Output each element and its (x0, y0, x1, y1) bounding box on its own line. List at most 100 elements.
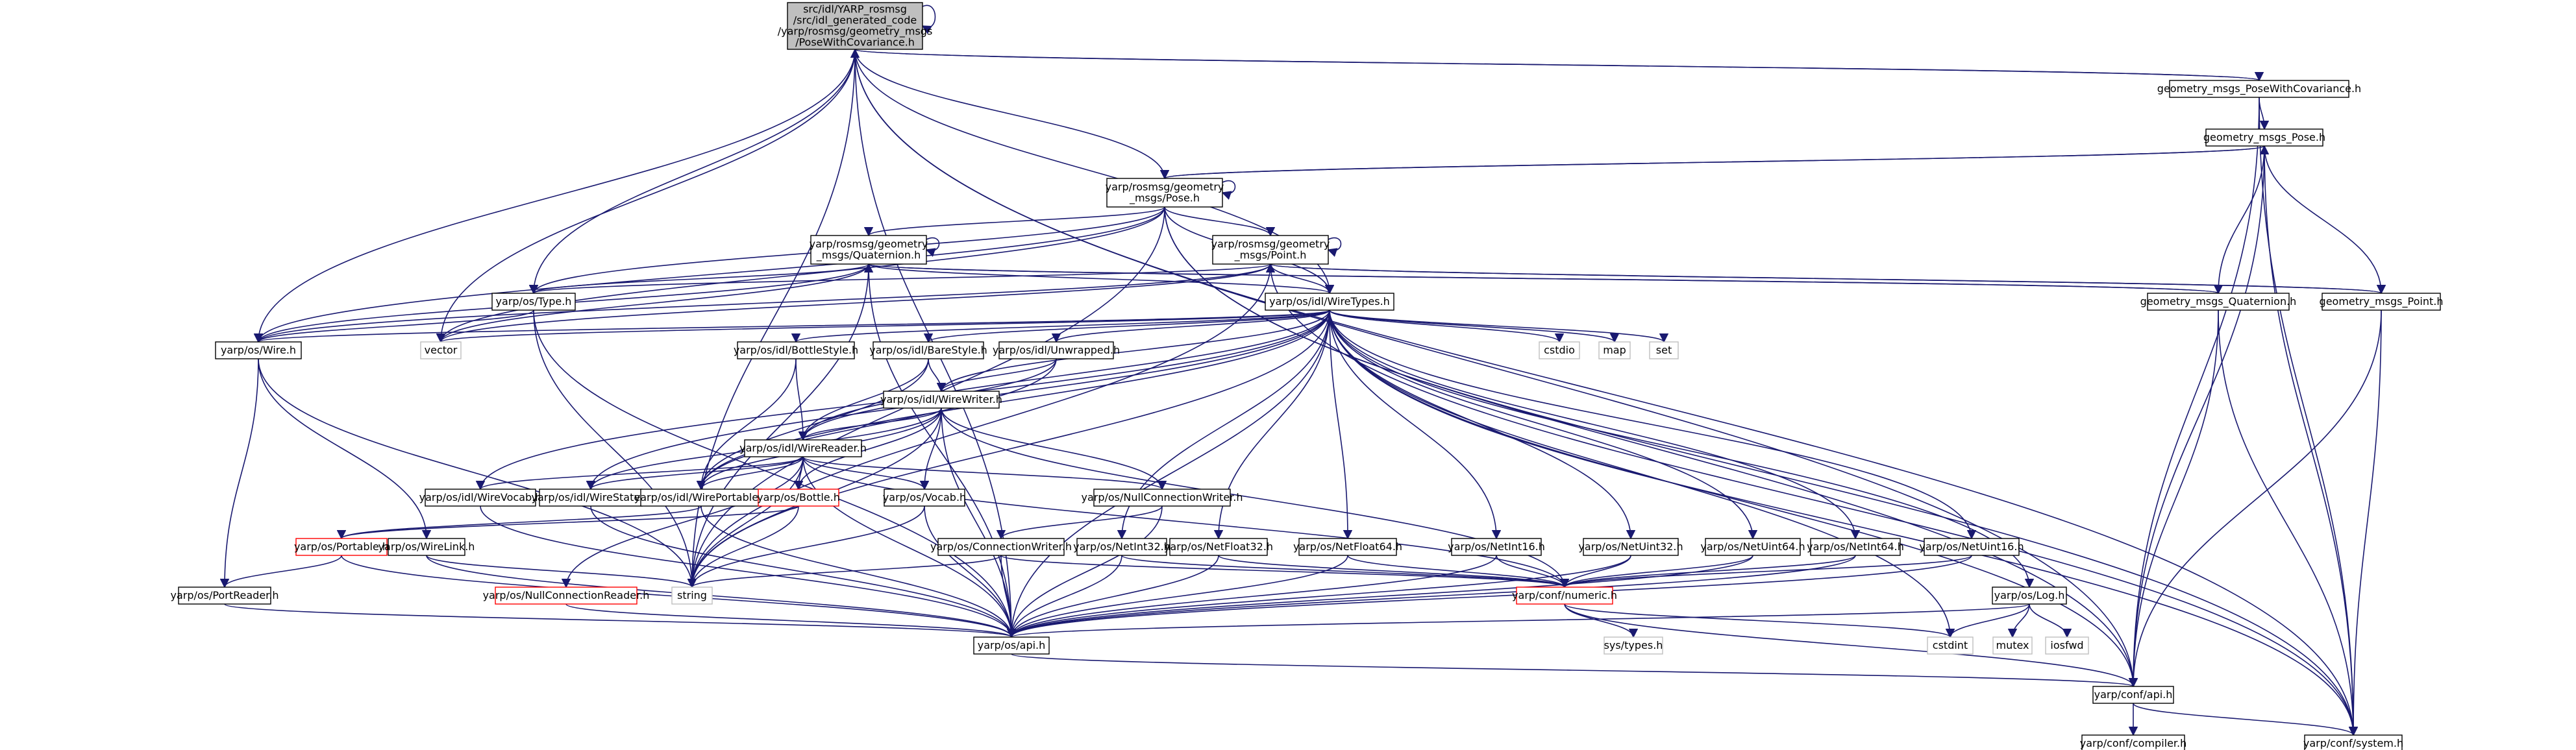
edge-yrgquat-to-api (868, 263, 1017, 638)
node-wireportable[interactable]: yarp/os/idl/WirePortable.h (634, 489, 769, 507)
node-netfloat32[interactable]: yarp/os/NetFloat32.h (1164, 538, 1273, 556)
node-api[interactable]: yarp/os/api.h (973, 636, 1050, 655)
node-mutex[interactable]: mutex (1992, 636, 2033, 655)
node-wire[interactable]: yarp/os/Wire.h (215, 341, 302, 359)
node-confapi[interactable]: yarp/conf/api.h (2092, 686, 2174, 704)
edge-barestyle-to-wirewriter (928, 358, 947, 393)
node-set[interactable]: set (1649, 341, 1679, 359)
edge-wiretypes-to-map (1329, 309, 1619, 343)
node-nullconnreader[interactable]: yarp/os/NullConnectionReader.h (483, 587, 650, 605)
node-box-vector (420, 341, 462, 359)
node-connwriter[interactable]: yarp/os/ConnectionWriter.h (930, 538, 1072, 556)
edge-wiretypes-to-vector (436, 309, 1330, 343)
node-box-nullconnreader (495, 587, 638, 605)
node-gmpose[interactable]: geometry_msgs_Pose.h (2203, 128, 2325, 147)
edge-gmpoint-to-system (2348, 309, 2382, 736)
node-netint16[interactable]: yarp/os/NetInt16.h (1448, 538, 1545, 556)
edge-root-to-wire (253, 49, 856, 343)
edge-nullconnwriter-to-api (1006, 505, 1163, 638)
node-portable[interactable]: yarp/os/Portable.h (294, 538, 389, 556)
node-yrgpoint[interactable]: yarp/rosmsg/geometry_msgs/Point.h (1211, 235, 1330, 265)
node-label-root: src/idl/YARP_rosmsg (803, 3, 907, 16)
node-wiretypes[interactable]: yarp/os/idl/WireTypes.h (1265, 293, 1394, 311)
node-label-bottlestyle: yarp/os/idl/BottleStyle.h (734, 344, 858, 356)
edge-wireportable-to-portable (337, 505, 702, 540)
node-numeric[interactable]: yarp/conf/numeric.h (1512, 587, 1617, 605)
edge-bottlestyle-to-wirereader (795, 358, 808, 441)
node-barestyle[interactable]: yarp/os/idl/BareStyle.h (869, 341, 987, 359)
node-vocab[interactable]: yarp/os/Vocab.h (883, 489, 966, 507)
node-label-yrgpoint: _msgs/Point.h (1234, 249, 1307, 262)
node-gmpwc[interactable]: geometry_msgs_PoseWithCovariance.h (2157, 80, 2361, 98)
node-box-iosfwd (2045, 636, 2089, 655)
node-label-root: /src/idl_generated_code (793, 14, 917, 27)
node-bottle[interactable]: yarp/os/Bottle.h (757, 489, 840, 507)
node-systypes[interactable]: sys/types.h (1604, 636, 1663, 655)
node-box-netuint16 (1924, 538, 2020, 556)
node-compiler[interactable]: yarp/conf/compiler.h (2080, 734, 2187, 750)
edge-netint16-to-api (1006, 555, 1497, 638)
node-netint64[interactable]: yarp/os/NetInt64.h (1807, 538, 1904, 556)
edge-root-to-type (528, 49, 856, 295)
node-netuint32[interactable]: yarp/os/NetUint32.h (1578, 538, 1683, 556)
edge-netint64-to-api (1007, 555, 1856, 638)
node-wirereader[interactable]: yarp/os/idl/WireReader.h (739, 439, 867, 457)
node-label-wirelink: yarp/os/WireLink.h (378, 540, 475, 553)
node-bottlestyle[interactable]: yarp/os/idl/BottleStyle.h (734, 341, 858, 359)
node-unwrapped[interactable]: yarp/os/idl/Unwrapped.h (993, 341, 1120, 359)
node-gmquat[interactable]: geometry_msgs_Quaternion.h (2140, 293, 2297, 311)
node-box-map (1598, 341, 1631, 359)
edge-yrgpoint-to-string (687, 263, 1271, 588)
node-wirewriter[interactable]: yarp/os/idl/WireWriter.h (880, 391, 1002, 409)
node-iosfwd[interactable]: iosfwd (2045, 636, 2089, 655)
node-label-wiretypes: yarp/os/idl/WireTypes.h (1269, 295, 1390, 308)
edge-wirewriter-to-vocab (919, 407, 942, 490)
node-type[interactable]: yarp/os/Type.h (491, 293, 576, 311)
node-wirelink[interactable]: yarp/os/WireLink.h (378, 538, 475, 556)
node-map[interactable]: map (1598, 341, 1631, 359)
node-label-cstdio: cstdio (1544, 344, 1575, 356)
node-netint32[interactable]: yarp/os/NetInt32.h (1073, 538, 1170, 556)
node-cstdint[interactable]: cstdint (1927, 636, 1974, 655)
node-gmpoint[interactable]: geometry_msgs_Point.h (2320, 293, 2444, 311)
node-log[interactable]: yarp/os/Log.h (1992, 587, 2067, 605)
edge-netuint32-to-api (1007, 555, 1631, 638)
edge-wiretypes-to-log (1329, 309, 2035, 588)
node-box-string (671, 587, 713, 605)
edge-log-to-mutex (2007, 603, 2030, 638)
edge-log-to-iosfwd (2029, 603, 2072, 638)
node-wirestate[interactable]: yarp/os/idl/WireState.h (532, 489, 650, 507)
node-label-nullconnwriter: yarp/os/NullConnectionWriter.h (1081, 491, 1243, 503)
node-yrgpose[interactable]: yarp/rosmsg/geometry_msgs/Pose.h (1106, 178, 1224, 208)
edge-wirestate-to-api (590, 505, 1017, 638)
edge-gmquat-to-yrgquat (865, 263, 2219, 294)
edge-netfloat32-to-numeric (1218, 555, 1569, 588)
node-box-mutex (1992, 636, 2033, 655)
node-label-mutex: mutex (1996, 639, 2029, 651)
node-box-nullconnwriter (1093, 489, 1231, 507)
node-root[interactable]: src/idl/YARP_rosmsg/src/idl_generated_co… (778, 2, 933, 50)
node-label-system: yarp/conf/system.h (2303, 737, 2403, 749)
node-nullconnwriter[interactable]: yarp/os/NullConnectionWriter.h (1081, 489, 1243, 507)
node-box-confapi (2092, 686, 2174, 704)
node-wirevocab[interactable]: yarp/os/idl/WireVocab.h (419, 489, 542, 507)
edge-netfloat32-to-api (1006, 555, 1219, 638)
node-box-wireportable (640, 489, 762, 507)
node-netfloat64[interactable]: yarp/os/NetFloat64.h (1293, 538, 1402, 556)
edge-log-to-api (1007, 603, 2030, 638)
node-cstdio[interactable]: cstdio (1539, 341, 1580, 359)
edge-gmpose-to-gmpoint (2264, 145, 2386, 295)
edge-bottle-to-portable (337, 505, 799, 540)
node-box-system (2304, 734, 2403, 750)
node-yrgquat[interactable]: yarp/rosmsg/geometry_msgs/Quaternion.h (810, 235, 928, 265)
node-string[interactable]: string (671, 587, 713, 605)
node-netuint64[interactable]: yarp/os/NetUint64.h (1700, 538, 1805, 556)
edge-wiretypes-to-netuint64 (1329, 309, 1758, 540)
edge-yrgpoint-to-type (529, 263, 1271, 295)
node-box-barestyle (873, 341, 984, 359)
node-netuint16[interactable]: yarp/os/NetUint16.h (1919, 538, 2024, 556)
node-portreader[interactable]: yarp/os/PortReader.h (170, 587, 279, 605)
node-vector[interactable]: vector (420, 341, 462, 359)
node-system[interactable]: yarp/conf/system.h (2303, 734, 2403, 750)
edge-wiretypes-to-bottlestyle (791, 309, 1330, 343)
